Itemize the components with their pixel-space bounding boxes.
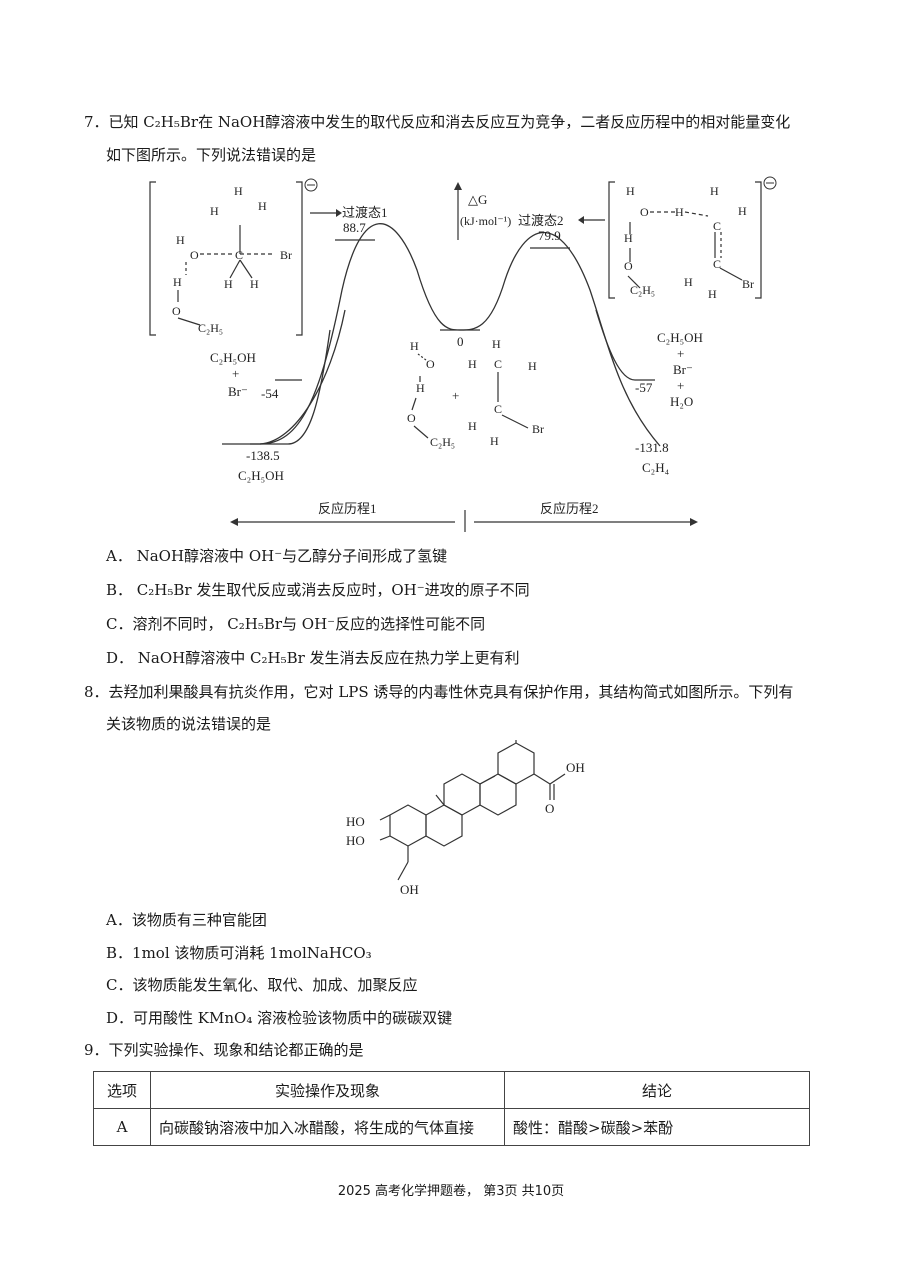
pathway2-label: 反应历程2	[540, 501, 599, 516]
ts2-value: 79.9	[538, 228, 561, 243]
q8-option-c: C．该物质能发生氧化、取代、加成、加聚反应	[106, 976, 418, 994]
ts1-value: 88.7	[343, 220, 366, 235]
svg-text:H: H	[224, 277, 233, 291]
svg-text:H: H	[258, 199, 267, 213]
q7-option-d: D． NaOH醇溶液中 C₂H₅Br 发生消去反应在热力学上更有利	[106, 649, 520, 667]
pathway1-label: 反应历程1	[318, 501, 377, 516]
svg-text:O: O	[640, 205, 649, 219]
label-oh-top: OH	[566, 760, 585, 775]
q8-option-b: B．1mol 该物质可消耗 1molNaHCO₃	[106, 944, 372, 962]
left-upper-species-3: Br⁻	[228, 384, 248, 399]
label-ho-2: HO	[346, 833, 365, 848]
right-lower-species: C₂H₄	[642, 460, 670, 475]
right-upper-value: -57	[635, 380, 653, 395]
left-upper-value: -54	[261, 386, 279, 401]
svg-text:O: O	[407, 411, 416, 425]
ts2-label: 过渡态2	[518, 213, 564, 228]
svg-text:H: H	[468, 357, 477, 371]
energy-profile-diagram: 88.7 过渡态1 79.9 过渡态2 △G (kJ·mol⁻¹) 0 -54 …	[149, 176, 777, 532]
q8-option-d: D．可用酸性 KMnO₄ 溶液检验该物质中的碳碳双键	[106, 1009, 453, 1027]
ts2-structure	[608, 181, 762, 299]
table-header-row: 选项 实验操作及现象 结论	[93, 1071, 810, 1109]
ts1-structure	[149, 181, 303, 336]
table-header-cell: 实验操作及现象	[150, 1071, 505, 1109]
axis-label-g: △G	[468, 192, 487, 207]
svg-text:H: H	[528, 359, 537, 373]
q8-line1: 8．去羟加利果酸具有抗炎作用，它对 LPS 诱导的内毒性休克具有保护作用，其结构…	[84, 683, 794, 701]
branch-left-lower	[222, 309, 346, 445]
branch-right-upper	[595, 309, 655, 381]
right-upper-species-3: Br⁻	[673, 362, 693, 377]
branch-left-upper	[250, 329, 331, 445]
svg-text:C₂H₅: C₂H₅	[198, 321, 223, 335]
svg-text:C: C	[713, 219, 721, 233]
left-lower-value: -138.5	[246, 448, 280, 463]
table-row: A 向碳酸钠溶液中加入冰醋酸，将生成的气体直接 酸性：醋酸>碳酸>苯酚	[93, 1108, 810, 1146]
svg-text:H: H	[710, 184, 719, 198]
table-cell: 酸性：醋酸>碳酸>苯酚	[504, 1108, 810, 1146]
svg-text:O: O	[426, 357, 435, 371]
svg-text:H: H	[490, 434, 499, 448]
q7-option-b: B． C₂H₅Br 发生取代反应或消去反应时，OH⁻进攻的原子不同	[106, 581, 530, 599]
svg-text:H: H	[708, 287, 717, 301]
svg-text:Br: Br	[280, 248, 292, 262]
q7-option-a: A． NaOH醇溶液中 OH⁻与乙醇分子间形成了氢键	[106, 547, 448, 565]
right-upper-species-2: +	[677, 346, 684, 361]
q8-option-a: A．该物质有三种官能团	[106, 911, 267, 929]
q7-option-c: C．溶剂不同时， C₂H₅Br与 OH⁻反应的选择性可能不同	[106, 615, 486, 633]
q7-line1: 7．已知 C₂H₅Br在 NaOH醇溶液中发生的取代反应和消去反应互为竞争，二者…	[84, 113, 791, 131]
svg-text:C: C	[494, 357, 502, 371]
table-cell: 向碳酸钠溶液中加入冰醋酸，将生成的气体直接	[150, 1108, 505, 1146]
svg-text:H: H	[210, 204, 219, 218]
right-lower-value: -131.8	[635, 440, 669, 455]
svg-text:H: H	[684, 275, 693, 289]
svg-text:C: C	[235, 248, 243, 262]
svg-text:H: H	[416, 381, 425, 395]
svg-text:+: +	[452, 388, 459, 403]
svg-text:H: H	[173, 275, 182, 289]
svg-text:H: H	[410, 339, 419, 353]
label-o: O	[545, 801, 554, 816]
axis-label-unit: (kJ·mol⁻¹)	[460, 214, 511, 228]
q8-line2: 关该物质的说法错误的是	[106, 715, 272, 733]
q7-line2: 如下图所示。下列说法错误的是	[106, 146, 317, 164]
svg-text:Br: Br	[742, 277, 754, 291]
triterpenoid-structure: OH O HO HO OH	[346, 740, 585, 897]
svg-text:Br: Br	[532, 422, 544, 436]
svg-text:H: H	[626, 184, 635, 198]
svg-text:H: H	[176, 233, 185, 247]
right-upper-species-5: H₂O	[670, 394, 693, 409]
svg-text:H: H	[468, 419, 477, 433]
svg-text:H: H	[492, 337, 501, 351]
table-header-cell: 结论	[504, 1071, 810, 1109]
right-upper-species-1: C₂H₅OH	[657, 330, 703, 345]
svg-text:C₂H₅: C₂H₅	[430, 435, 455, 449]
left-lower-species: C₂H₅OH	[238, 468, 284, 483]
svg-text:O: O	[172, 304, 181, 318]
table-header-cell: 选项	[93, 1071, 151, 1109]
svg-text:O: O	[624, 259, 633, 273]
label-ho-1: HO	[346, 814, 365, 829]
experiment-table: 选项 实验操作及现象 结论 A 向碳酸钠溶液中加入冰醋酸，将生成的气体直接 酸性…	[93, 1071, 810, 1146]
table-cell: A	[93, 1108, 151, 1146]
ts1-label: 过渡态1	[342, 205, 388, 220]
svg-text:H: H	[675, 205, 684, 219]
svg-text:H: H	[250, 277, 259, 291]
page-footer: 2025 高考化学押题卷， 第3页 共10页	[337, 1184, 565, 1199]
left-upper-species-2: +	[232, 366, 239, 381]
label-oh-bottom: OH	[400, 882, 419, 897]
mid-value: 0	[457, 334, 464, 349]
svg-text:C₂H₅: C₂H₅	[630, 283, 655, 297]
svg-text:C: C	[713, 257, 721, 271]
svg-text:C: C	[494, 402, 502, 416]
svg-text:H: H	[234, 184, 243, 198]
left-upper-species-1: C₂H₅OH	[210, 350, 256, 365]
right-upper-species-4: +	[677, 378, 684, 393]
svg-text:O: O	[190, 248, 199, 262]
q9-line1: 9．下列实验操作、现象和结论都正确的是	[84, 1041, 364, 1059]
svg-text:H: H	[624, 231, 633, 245]
svg-text:H: H	[738, 204, 747, 218]
